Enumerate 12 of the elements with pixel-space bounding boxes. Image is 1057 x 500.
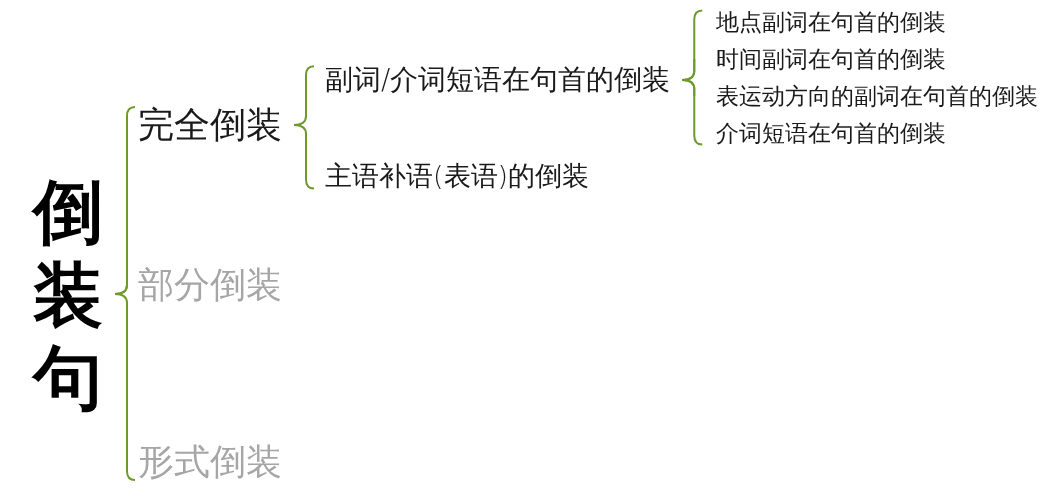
branch-label: 形式倒装 (128, 444, 282, 480)
branch-label: 主语补语(表语)的倒装 (307, 161, 590, 189)
branch-label: 完全倒装 (128, 107, 294, 143)
leaf-label: 地点副词在句首的倒装 (695, 10, 946, 34)
branch-label: 副词/介词短语在句首的倒装 (307, 66, 683, 94)
leaf-label: 时间副词在句首的倒装 (695, 47, 946, 71)
brace-arm (114, 293, 136, 481)
branch-label: 部分倒装 (128, 267, 282, 303)
leaf-label: 表运动方向的副词在句首的倒装 (695, 84, 1038, 108)
brace-arm (293, 124, 315, 190)
topic-title: 倒装句 (33, 169, 115, 419)
leaf-label: 介词短语在句首的倒装 (695, 121, 946, 145)
